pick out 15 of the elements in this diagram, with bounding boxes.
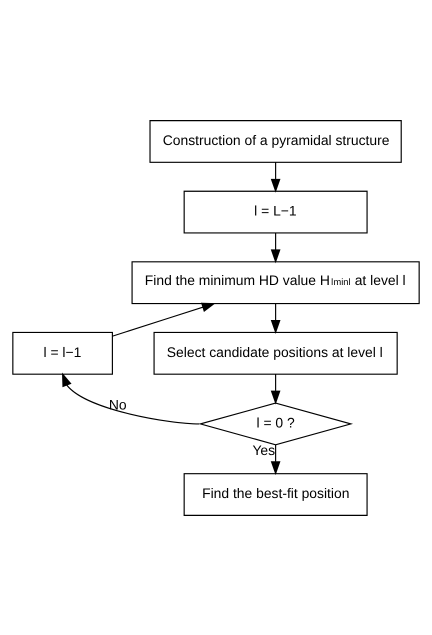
- node-box: Find the minimum HD value Hlminl at level l: [132, 260, 420, 304]
- node-box: Construction of a pyramidal structure: [149, 120, 402, 162]
- arrow: [270, 232, 280, 263]
- node-diamond: l = 0 ?: [198, 402, 354, 445]
- node-box: Find the best-fit position: [184, 472, 368, 516]
- node-box: Select candidate positions at level l: [153, 331, 398, 374]
- arrow: [112, 302, 216, 336]
- arrow: [270, 162, 280, 192]
- arrow: [270, 303, 280, 334]
- arrow: [270, 374, 280, 404]
- edge-label: No: [108, 396, 127, 412]
- node-box: l = L−1: [184, 190, 368, 233]
- node-box: l = l−1: [12, 331, 113, 374]
- arrow: [270, 444, 280, 475]
- arrow: [62, 372, 200, 424]
